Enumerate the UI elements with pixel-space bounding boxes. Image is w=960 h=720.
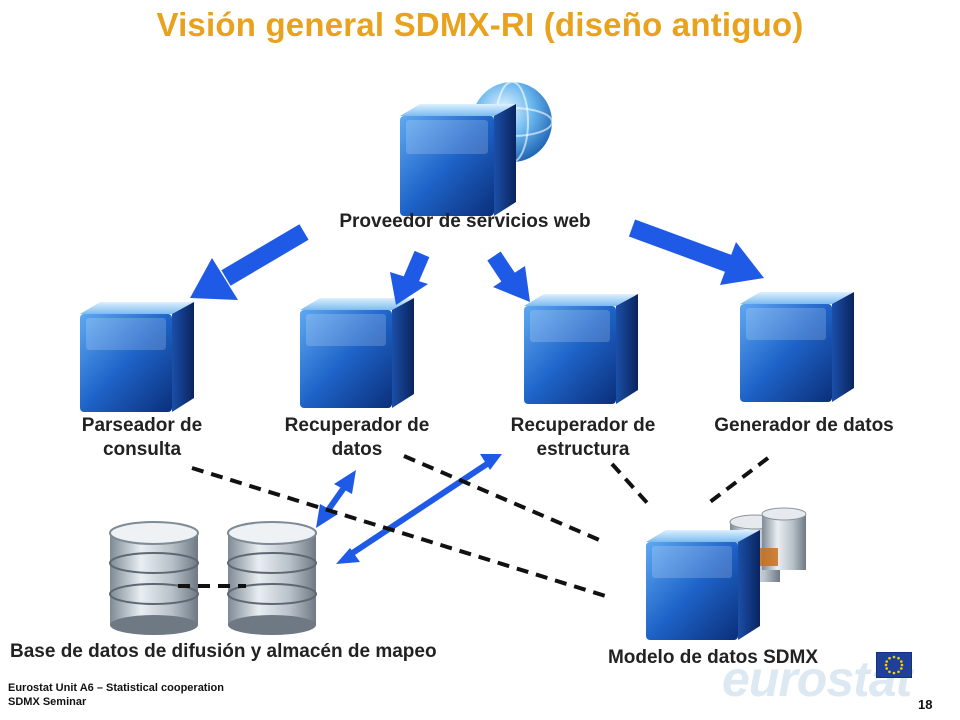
footer: Eurostat Unit A6 – Statistical cooperati… xyxy=(8,681,224,710)
query-parser-label: Parseador de consulta xyxy=(81,415,203,461)
eu-flag-icon xyxy=(876,652,912,678)
database-right-icon xyxy=(227,521,317,635)
sdmx-model-cube-icon xyxy=(646,530,760,640)
structure-retriever-label: Recuperador de estructura xyxy=(510,415,656,461)
link-structure-retriever-database xyxy=(336,454,502,564)
page-title: Visión general SDMX-RI (diseño antiguo) xyxy=(156,6,804,43)
web-service-cube-icon xyxy=(400,104,516,216)
database-left-icon xyxy=(109,521,199,635)
data-generator-label: Generador de datos xyxy=(714,415,894,436)
database-label: Base de datos de difusión y almacén de m… xyxy=(10,641,437,662)
data-retriever-cube-icon xyxy=(300,298,414,408)
data-generator-cube-icon xyxy=(740,292,854,402)
footer-line-2: SDMX Seminar xyxy=(8,696,87,709)
arrow-to-query-parser xyxy=(190,224,309,300)
dashed-connectors xyxy=(178,454,770,600)
arrow-to-data-retriever xyxy=(390,250,430,305)
query-parser-cube-icon xyxy=(80,302,194,412)
arrow-to-structure-retriever xyxy=(487,251,530,302)
structure-retriever-cube-icon xyxy=(524,294,638,404)
link-data-retriever-database xyxy=(316,470,356,528)
sdmx-model-label: Modelo de datos SDMX xyxy=(607,647,819,668)
arrow-to-data-generator xyxy=(628,219,764,285)
page-number: 18 xyxy=(918,697,933,712)
data-retriever-label: Recuperador de datos xyxy=(284,415,430,461)
footer-line-1: Eurostat Unit A6 – Statistical cooperati… xyxy=(8,682,224,694)
web-service-label: Proveedor de servicios web xyxy=(339,211,591,232)
